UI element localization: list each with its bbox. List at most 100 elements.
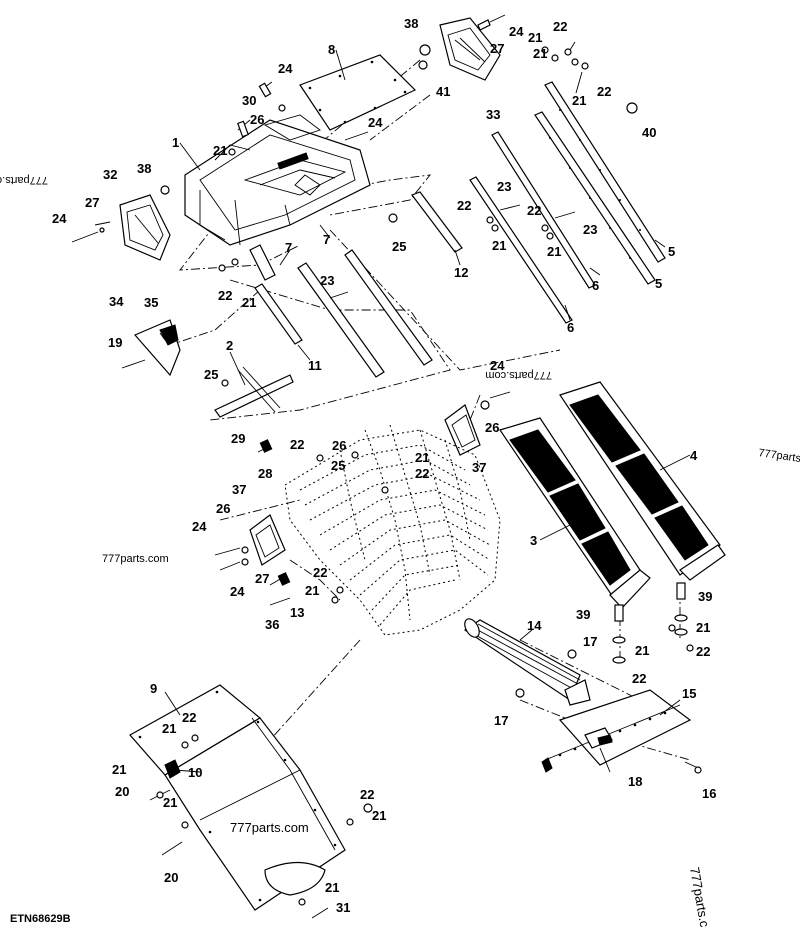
callout-30: 30	[242, 93, 256, 108]
callout-22: 22	[218, 288, 232, 303]
callout-22: 22	[415, 466, 429, 481]
callout-20: 20	[115, 784, 129, 799]
callout-26: 26	[332, 438, 346, 453]
callout-26: 26	[250, 112, 264, 127]
callout-40: 40	[642, 125, 656, 140]
callout-1: 1	[172, 135, 179, 150]
part-16-bolt	[684, 761, 702, 774]
callout-21: 21	[635, 643, 649, 658]
callout-28: 28	[258, 466, 272, 481]
callout-21: 21	[162, 721, 176, 736]
callout-18: 18	[628, 774, 642, 789]
leader-lines	[159, 41, 691, 773]
callout-27: 27	[490, 41, 504, 56]
callout-39: 39	[698, 589, 712, 604]
callout-3: 3	[530, 533, 537, 548]
callout-35: 35	[144, 295, 158, 310]
callout-20: 20	[164, 870, 178, 885]
callout-6: 6	[592, 278, 599, 293]
watermark-upside-right: 777parts.com	[485, 369, 552, 381]
callout-27: 27	[85, 195, 99, 210]
callout-27: 27	[255, 571, 269, 586]
callout-22: 22	[632, 671, 646, 686]
callout-21: 21	[213, 143, 227, 158]
callout-22: 22	[527, 203, 541, 218]
callout-34: 34	[109, 294, 124, 309]
callout-14: 14	[527, 618, 542, 633]
callout-24: 24	[192, 519, 207, 534]
callout-24: 24	[490, 358, 505, 373]
callout-22: 22	[597, 84, 611, 99]
part-5-bars	[534, 81, 666, 285]
fasteners	[149, 46, 638, 919]
callout-23: 23	[320, 273, 334, 288]
callout-21: 21	[533, 46, 547, 61]
spring-parts	[257, 439, 291, 586]
callout-24: 24	[509, 24, 524, 39]
callout-7: 7	[323, 232, 330, 247]
part-37-bracket-upper	[444, 391, 511, 456]
callout-22: 22	[696, 644, 710, 659]
part-34-bracket	[121, 319, 181, 377]
callout-26: 26	[216, 501, 230, 516]
callout-41: 41	[436, 84, 450, 99]
part-9-panel	[129, 684, 346, 911]
callout-17: 17	[583, 634, 597, 649]
callout-25: 25	[204, 367, 218, 382]
callout-5: 5	[668, 244, 675, 259]
part-15-plate	[541, 689, 692, 773]
callout-16: 16	[702, 786, 716, 801]
callout-29: 29	[231, 431, 245, 446]
part-33-bracket	[418, 14, 506, 81]
callout-19: 19	[108, 335, 122, 350]
watermark-upside-left: 777parts.com	[0, 174, 48, 186]
part-32-bracket	[71, 185, 171, 261]
callout-10: 10	[188, 765, 202, 780]
callout-24: 24	[230, 584, 245, 599]
callout-21: 21	[492, 238, 506, 253]
callout-6: 6	[567, 320, 574, 335]
callout-33: 33	[486, 107, 500, 122]
part-17-nuts	[515, 649, 577, 698]
callout-21: 21	[305, 583, 319, 598]
callout-24: 24	[368, 115, 383, 130]
callout-7: 7	[285, 240, 292, 255]
callout-38: 38	[404, 16, 418, 31]
callout-37: 37	[472, 460, 486, 475]
part-8-plate	[299, 54, 417, 131]
callout-15: 15	[682, 686, 696, 701]
ghost-machine-body	[284, 424, 501, 636]
callout-22: 22	[182, 710, 196, 725]
part-1-frame	[184, 114, 371, 246]
watermark-left: 777parts.com	[102, 553, 169, 565]
callout-11: 11	[308, 358, 322, 373]
watermark-bottom: 777parts.com	[230, 820, 309, 835]
callout-26: 26	[485, 420, 499, 435]
watermark-right-edge: 777parts.	[758, 447, 800, 465]
callout-22: 22	[290, 437, 304, 452]
part-37-bracket-lower	[214, 514, 286, 571]
callout-22: 22	[313, 565, 327, 580]
callout-22: 22	[553, 19, 567, 34]
part-4-screen	[559, 381, 726, 581]
callout-21: 21	[163, 795, 177, 810]
callout-12: 12	[454, 265, 468, 280]
callout-9: 9	[150, 681, 157, 696]
callout-21: 21	[528, 30, 542, 45]
callout-32: 32	[103, 167, 117, 182]
callout-21: 21	[547, 244, 561, 259]
callout-38: 38	[137, 161, 151, 176]
callout-25: 25	[392, 239, 406, 254]
callout-5: 5	[655, 276, 662, 291]
callout-23: 23	[497, 179, 511, 194]
callout-8: 8	[328, 42, 335, 57]
part-14-tube	[463, 618, 591, 706]
part-3-screen	[499, 417, 651, 609]
part-6-bars	[469, 131, 596, 324]
callout-22: 22	[457, 198, 471, 213]
callout-21: 21	[242, 295, 256, 310]
callout-24: 24	[52, 211, 67, 226]
callout-37: 37	[232, 482, 246, 497]
callout-25: 25	[331, 458, 345, 473]
part-18-clip	[584, 727, 613, 749]
